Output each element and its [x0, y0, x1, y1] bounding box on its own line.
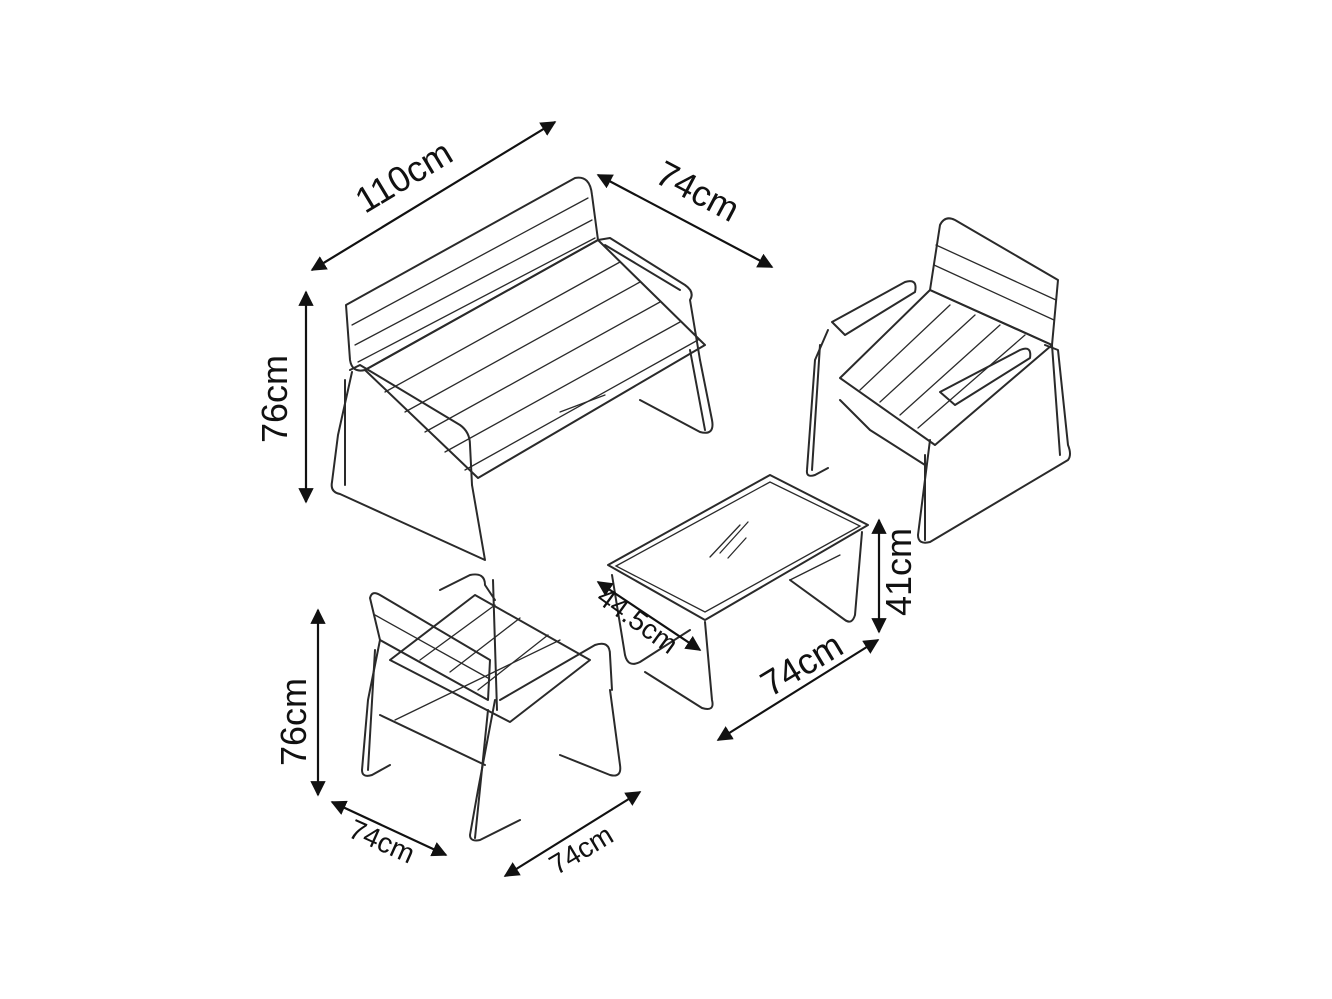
label-sofa-depth: 74cm	[649, 152, 746, 230]
label-chair-height: 76cm	[273, 678, 314, 766]
armchair-right-drawing	[805, 217, 1071, 544]
arrow-table-width	[716, 639, 880, 741]
label-chair-width: 74cm	[344, 813, 419, 869]
label-sofa-width: 110cm	[348, 132, 459, 221]
arrow-table-depth	[596, 581, 702, 651]
label-table-height: 41cm	[878, 528, 919, 616]
label-table-depth: 44.5cm	[591, 581, 684, 660]
label-sofa-height: 76cm	[254, 355, 295, 443]
coffee-table-drawing	[607, 474, 869, 710]
sofa-drawing	[330, 176, 714, 561]
label-table-width: 74cm	[753, 624, 850, 704]
arrow-sofa-width	[310, 121, 557, 271]
arrow-sofa-depth	[596, 174, 774, 268]
dimension-arrows	[298, 121, 887, 877]
arrow-chair-depth	[503, 791, 642, 877]
arrow-chair-width	[330, 800, 448, 857]
armchair-front-drawing	[361, 573, 622, 842]
